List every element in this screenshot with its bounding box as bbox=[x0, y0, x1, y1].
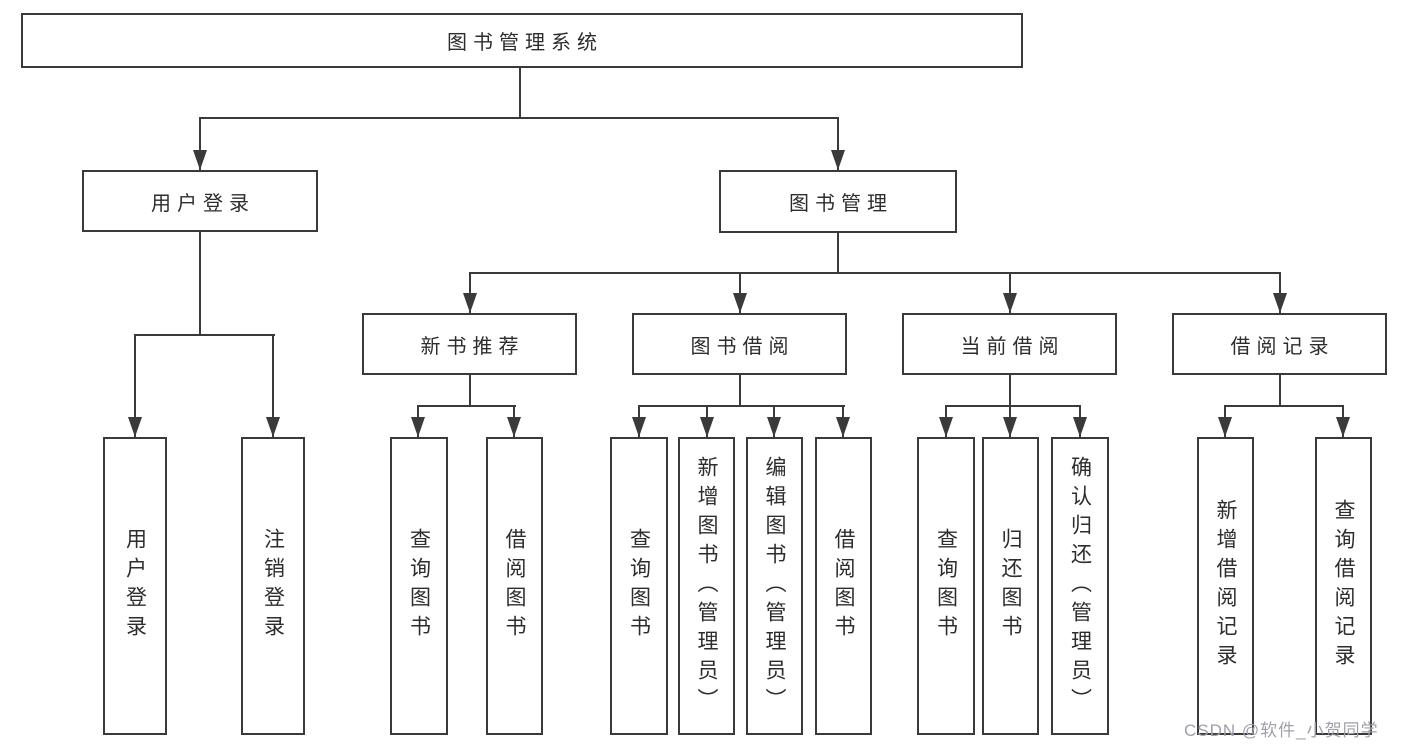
arrow-down-icon bbox=[507, 417, 521, 437]
connector-line bbox=[945, 405, 1081, 407]
leaf-return-book: 归还图书 bbox=[982, 437, 1039, 735]
arrow-down-icon bbox=[831, 150, 845, 170]
connector-line bbox=[199, 117, 839, 119]
connector-line bbox=[1009, 272, 1011, 313]
connector-line bbox=[638, 405, 845, 407]
node-current-borrow-label: 当前借阅 bbox=[960, 335, 1065, 358]
connector-line bbox=[837, 117, 839, 170]
node-user-login-label: 用户登录 bbox=[151, 192, 255, 215]
leaf-borrow-books: 借阅图书 bbox=[815, 437, 872, 735]
leaf-borrow-books-label: 借阅图书 bbox=[832, 528, 855, 644]
arrow-down-icon bbox=[1273, 293, 1287, 313]
arrow-down-icon bbox=[1003, 293, 1017, 313]
arrow-down-icon bbox=[767, 417, 781, 437]
node-borrow-records: 借阅记录 bbox=[1172, 313, 1387, 375]
leaf-user-login: 用户登录 bbox=[103, 437, 167, 735]
node-new-book-recommend-label: 新书推荐 bbox=[420, 335, 525, 358]
connector-line bbox=[1279, 375, 1281, 407]
arrow-down-icon bbox=[939, 417, 953, 437]
connector-line bbox=[199, 117, 201, 170]
connector-line bbox=[519, 68, 521, 117]
leaf-confirm-return-admin-label: 确认归还（管理员） bbox=[1068, 455, 1092, 717]
connector-line bbox=[417, 405, 516, 407]
arrow-down-icon bbox=[1073, 417, 1087, 437]
leaf-logout-login: 注销登录 bbox=[241, 437, 305, 735]
leaf-query-borrow-record-label: 查询借阅记录 bbox=[1332, 499, 1355, 673]
leaf-logout-login-label: 注销登录 bbox=[261, 528, 285, 644]
node-root-label: 图书管理系统 bbox=[447, 32, 603, 54]
connector-line bbox=[469, 272, 471, 313]
arrow-down-icon bbox=[193, 150, 207, 170]
node-current-borrow: 当前借阅 bbox=[902, 313, 1117, 375]
connector-line bbox=[837, 232, 839, 274]
node-book-management-label: 图书管理 bbox=[789, 193, 893, 215]
leaf-query-books-recommend-label: 查询图书 bbox=[407, 528, 431, 644]
connector-line bbox=[272, 334, 274, 437]
arrow-down-icon bbox=[266, 417, 280, 437]
connector-line bbox=[1009, 375, 1011, 407]
leaf-add-borrow-record: 新增借阅记录 bbox=[1197, 437, 1254, 735]
csdn-watermark: CSDN @软件_小贺同学 bbox=[1184, 721, 1379, 740]
node-book-borrow: 图书借阅 bbox=[632, 313, 847, 375]
node-root: 图书管理系统 bbox=[21, 13, 1023, 68]
node-book-borrow-label: 图书借阅 bbox=[690, 335, 795, 358]
connector-line bbox=[1224, 405, 1344, 407]
leaf-query-books-borrow-label: 查询图书 bbox=[627, 528, 651, 644]
leaf-query-books-borrow: 查询图书 bbox=[610, 437, 668, 735]
leaf-add-book-admin: 新增图书（管理员） bbox=[678, 437, 735, 735]
node-new-book-recommend: 新书推荐 bbox=[362, 313, 577, 375]
leaf-edit-book-admin: 编辑图书（管理员） bbox=[746, 437, 803, 735]
node-user-login: 用户登录 bbox=[82, 170, 318, 232]
arrow-down-icon bbox=[128, 417, 142, 437]
leaf-user-login-label: 用户登录 bbox=[123, 528, 147, 644]
arrow-down-icon bbox=[1336, 417, 1350, 437]
leaf-query-books-recommend: 查询图书 bbox=[390, 437, 448, 735]
connector-line bbox=[469, 272, 1281, 274]
leaf-borrow-books-recommend-label: 借阅图书 bbox=[503, 528, 526, 644]
node-borrow-records-label: 借阅记录 bbox=[1230, 335, 1335, 358]
arrow-down-icon bbox=[1218, 417, 1232, 437]
leaf-return-book-label: 归还图书 bbox=[999, 528, 1022, 644]
connector-line bbox=[739, 375, 741, 407]
leaf-query-borrow-record: 查询借阅记录 bbox=[1315, 437, 1372, 735]
leaf-confirm-return-admin: 确认归还（管理员） bbox=[1051, 437, 1109, 735]
arrow-down-icon bbox=[700, 417, 714, 437]
connector-line bbox=[1279, 272, 1281, 313]
arrow-down-icon bbox=[1003, 417, 1017, 437]
leaf-query-books-current-label: 查询图书 bbox=[934, 528, 958, 644]
connector-line bbox=[469, 375, 471, 407]
arrow-down-icon bbox=[836, 417, 850, 437]
arrow-down-icon bbox=[632, 417, 646, 437]
leaf-edit-book-admin-label: 编辑图书（管理员） bbox=[763, 455, 786, 717]
connector-line bbox=[199, 231, 201, 336]
node-book-management: 图书管理 bbox=[719, 170, 957, 233]
leaf-query-books-current: 查询图书 bbox=[917, 437, 975, 735]
arrow-down-icon bbox=[463, 293, 477, 313]
connector-line bbox=[739, 272, 741, 313]
leaf-add-borrow-record-label: 新增借阅记录 bbox=[1214, 499, 1237, 673]
arrow-down-icon bbox=[411, 417, 425, 437]
leaf-add-book-admin-label: 新增图书（管理员） bbox=[695, 455, 718, 717]
connector-line bbox=[134, 334, 136, 437]
connector-line bbox=[134, 334, 275, 336]
arrow-down-icon bbox=[733, 293, 747, 313]
leaf-borrow-books-recommend: 借阅图书 bbox=[486, 437, 543, 735]
